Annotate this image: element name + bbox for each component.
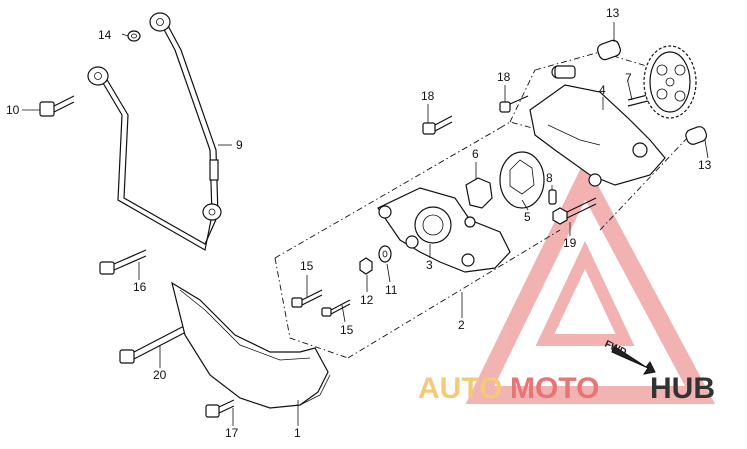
callout-2: 2 [458,318,465,332]
bolt-16-part [99,249,147,275]
callout-12: 12 [360,293,374,307]
callout-20: 20 [153,368,167,382]
bolt-15a-part [291,289,323,308]
callout-1: 1 [294,426,301,440]
bolt-10-part [39,95,75,117]
nut-12 [359,257,373,275]
oil-pump-guide-plate [171,281,331,409]
dowel-pin-13a [597,39,621,61]
callout-15a: 15 [300,259,314,273]
bolt-20-part [119,324,187,364]
pin-8 [548,189,557,205]
watermark-triangle-logo [465,160,716,404]
bolt-cover-part [499,95,529,113]
callout-13a: 13 [606,6,620,20]
watermark-moto: MOTO [510,372,599,405]
callout-4: 4 [599,83,606,97]
oil-pipe [87,12,222,251]
callout-18b: 18 [497,70,511,84]
callout-16: 16 [133,280,147,294]
callout-7: 7 [625,71,632,85]
callout-6: 6 [472,147,479,161]
drive-sprocket [643,45,697,119]
washer-11 [378,245,392,263]
sealing-washer-part [127,30,141,42]
oil-pump-body [377,187,511,273]
oil-pump-cover [529,65,666,187]
leader-lines [22,22,709,426]
callout-17: 17 [225,426,239,440]
bolt-18-part [422,115,453,135]
callout-11: 11 [385,283,398,297]
watermark-auto: AUTO [418,372,502,405]
callout-3: 3 [426,258,433,272]
callout-9: 9 [236,138,243,152]
outer-rotor [499,151,545,209]
callout-15b: 15 [340,323,354,337]
callout-19: 19 [563,236,577,250]
callout-13b: 13 [698,158,712,172]
callout-10: 10 [6,103,20,117]
callout-labels: 14 10 9 16 20 17 1 15 15 12 11 3 18 2 6 … [6,6,712,440]
callout-5: 5 [524,210,531,224]
bolt-15b-part [321,299,351,317]
dowel-pin-13b [685,126,708,145]
watermark-text: AUTO MOTO HUB [418,372,715,405]
assembly-outline [274,51,691,359]
callout-8: 8 [546,171,553,185]
bolt-17-part [205,399,235,418]
callout-18: 18 [421,89,435,103]
callout-14: 14 [98,28,112,42]
inner-rotor [465,177,493,209]
bolt-19-part [552,197,597,225]
watermark-hub: HUB [650,372,715,405]
